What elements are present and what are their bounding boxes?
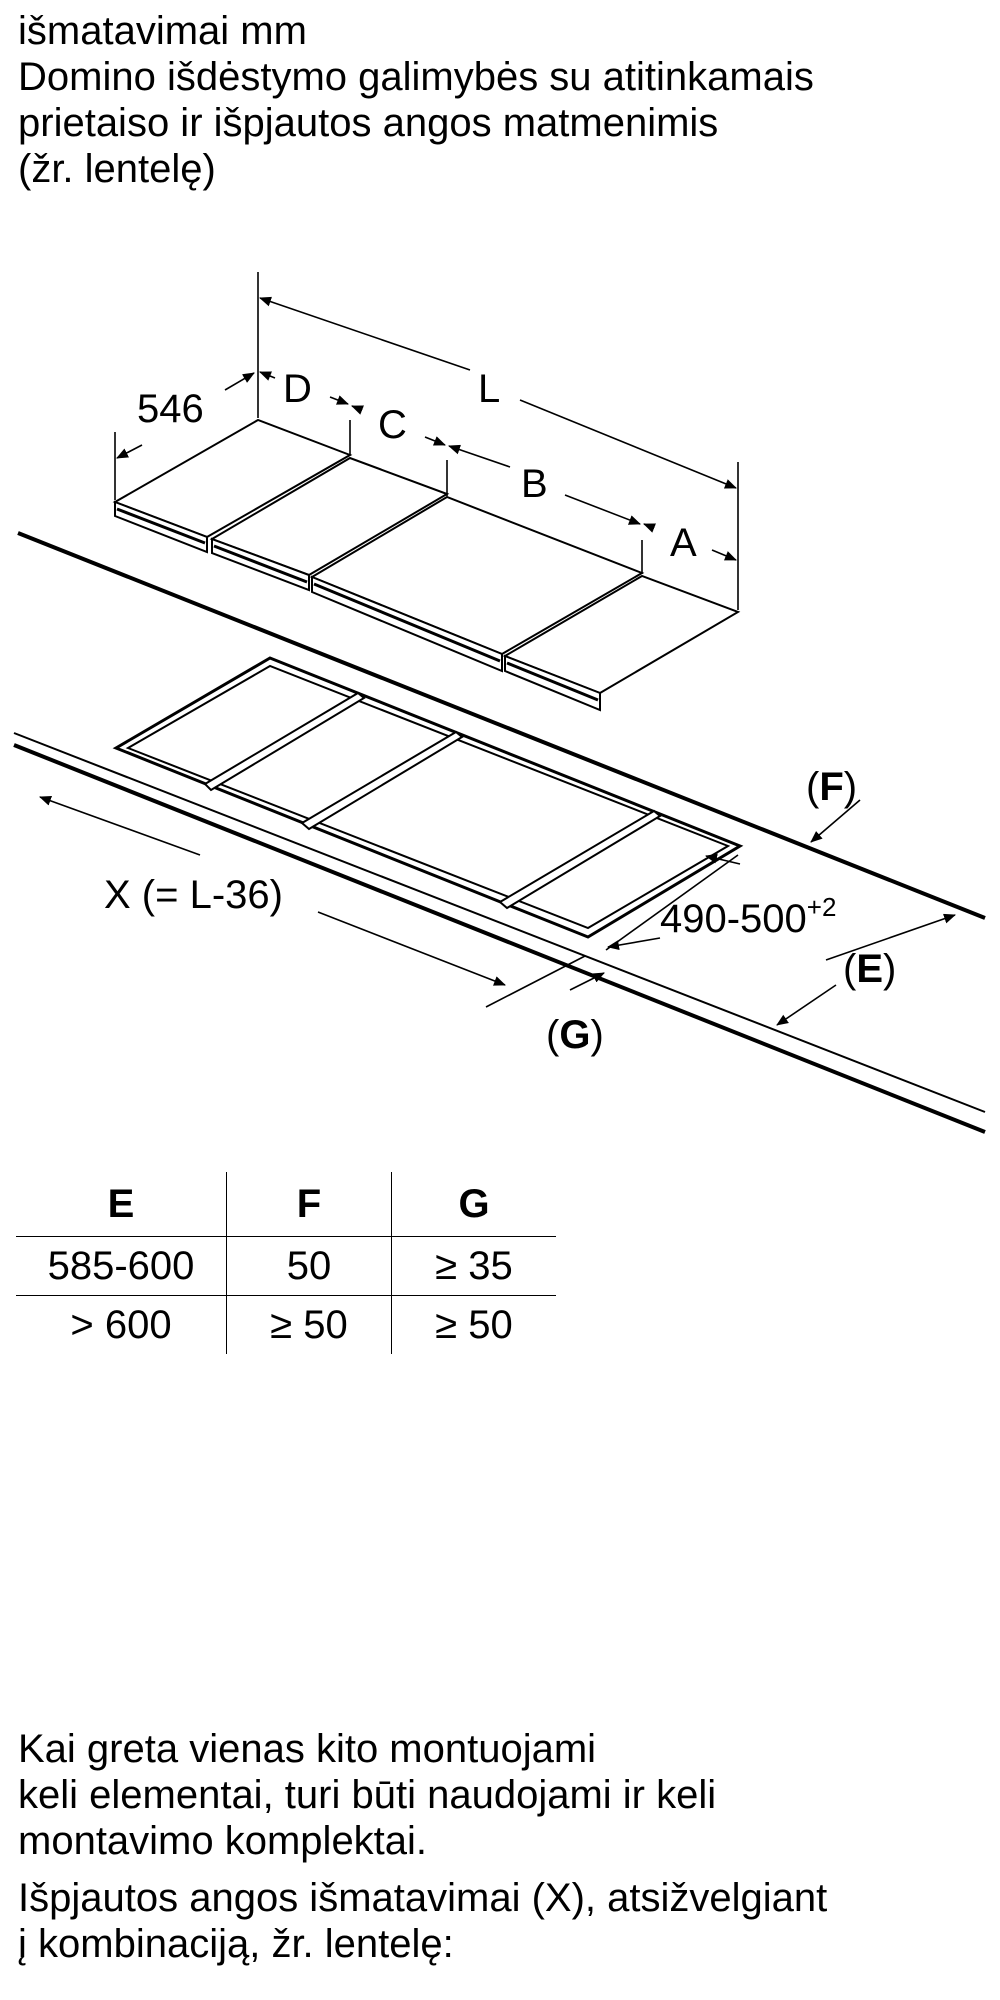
table-row: > 600 ≥ 50 ≥ 50 [16, 1295, 556, 1354]
table-cell: ≥ 50 [435, 1302, 513, 1347]
note2-line-2: į kombinaciją, žr. lentelę: [18, 1922, 454, 1966]
label-f: (F) [806, 765, 857, 809]
label-d: D [283, 367, 312, 411]
label-x: X (= L-36) [104, 873, 283, 917]
note-multiple-kits: Kai greta vienas kito montuojami keli el… [18, 1726, 978, 1864]
table-cell: 50 [226, 1236, 392, 1296]
note-cutout-dimensions: Išpjautos angos išmatavimai (X), atsižve… [18, 1875, 978, 1967]
note1-line-3: montavimo komplektai. [18, 1819, 428, 1863]
table-cell: ≥ 35 [435, 1243, 513, 1288]
label-b: B [521, 462, 548, 506]
label-e: (E) [843, 947, 896, 991]
heading: išmatavimai mm Domino išdėstymo galimybė… [18, 8, 978, 192]
worktop-front-edge-bottom [13, 743, 986, 1134]
label-l: L [478, 367, 500, 411]
label-e-letter: E [856, 947, 883, 991]
domino-modules [112, 418, 741, 712]
heading-line-3: prietaiso ir išpjautos angos matmenimis [18, 101, 719, 145]
label-f-letter: F [819, 765, 843, 809]
worktop [13, 531, 986, 1134]
heading-line-4: (žr. lentelę) [18, 147, 216, 191]
label-g: (G) [546, 1013, 604, 1057]
note2-line-1: Išpjautos angos išmatavimai (X), atsižve… [18, 1876, 828, 1920]
label-a: A [670, 521, 697, 565]
heading-line-1: išmatavimai mm [18, 9, 307, 53]
label-546: 546 [137, 387, 204, 431]
table-header-g: G [458, 1181, 490, 1226]
table-header-f: F [226, 1172, 392, 1237]
mounting-bar-1 [203, 691, 366, 792]
worktop-front-edge-top [13, 732, 986, 1113]
note1-line-1: Kai greta vienas kito montuojami [18, 1727, 597, 1771]
module-a [502, 574, 741, 712]
label-c: C [378, 403, 407, 447]
label-depth-value: 490-500 [660, 897, 807, 941]
label-depth: 490-500+2 [660, 892, 836, 941]
table-header-e: E [16, 1172, 227, 1237]
label-depth-tolerance: +2 [807, 892, 837, 922]
table-header-row: E F G [16, 1172, 556, 1237]
dim-l-line-b [519, 399, 737, 489]
dimension-lines [39, 272, 956, 1026]
heading-line-2: Domino išdėstymo galimybės su atitinkama… [18, 55, 814, 99]
dimensions-table: E F G 585-600 50 ≥ 35 > 600 ≥ 50 ≥ 50 [16, 1172, 556, 1354]
mounting-bar-2 [300, 730, 464, 831]
cutout-frame [112, 656, 744, 939]
installation-diagram: 546 D C B A L X (= L-36) 490-500+2 (F) (… [13, 272, 986, 1134]
mounting-bar-3 [498, 809, 662, 910]
worktop-back-edge [17, 531, 986, 920]
note1-line-2: keli elementai, turi būti naudojami ir k… [18, 1773, 717, 1817]
table-cell: 585-600 [16, 1236, 227, 1296]
table-cell: ≥ 50 [226, 1295, 392, 1354]
label-g-letter: G [559, 1013, 590, 1057]
dim-l-line-a [259, 296, 471, 371]
table-cell: > 600 [16, 1295, 227, 1354]
table-row: 585-600 50 ≥ 35 [16, 1236, 556, 1296]
